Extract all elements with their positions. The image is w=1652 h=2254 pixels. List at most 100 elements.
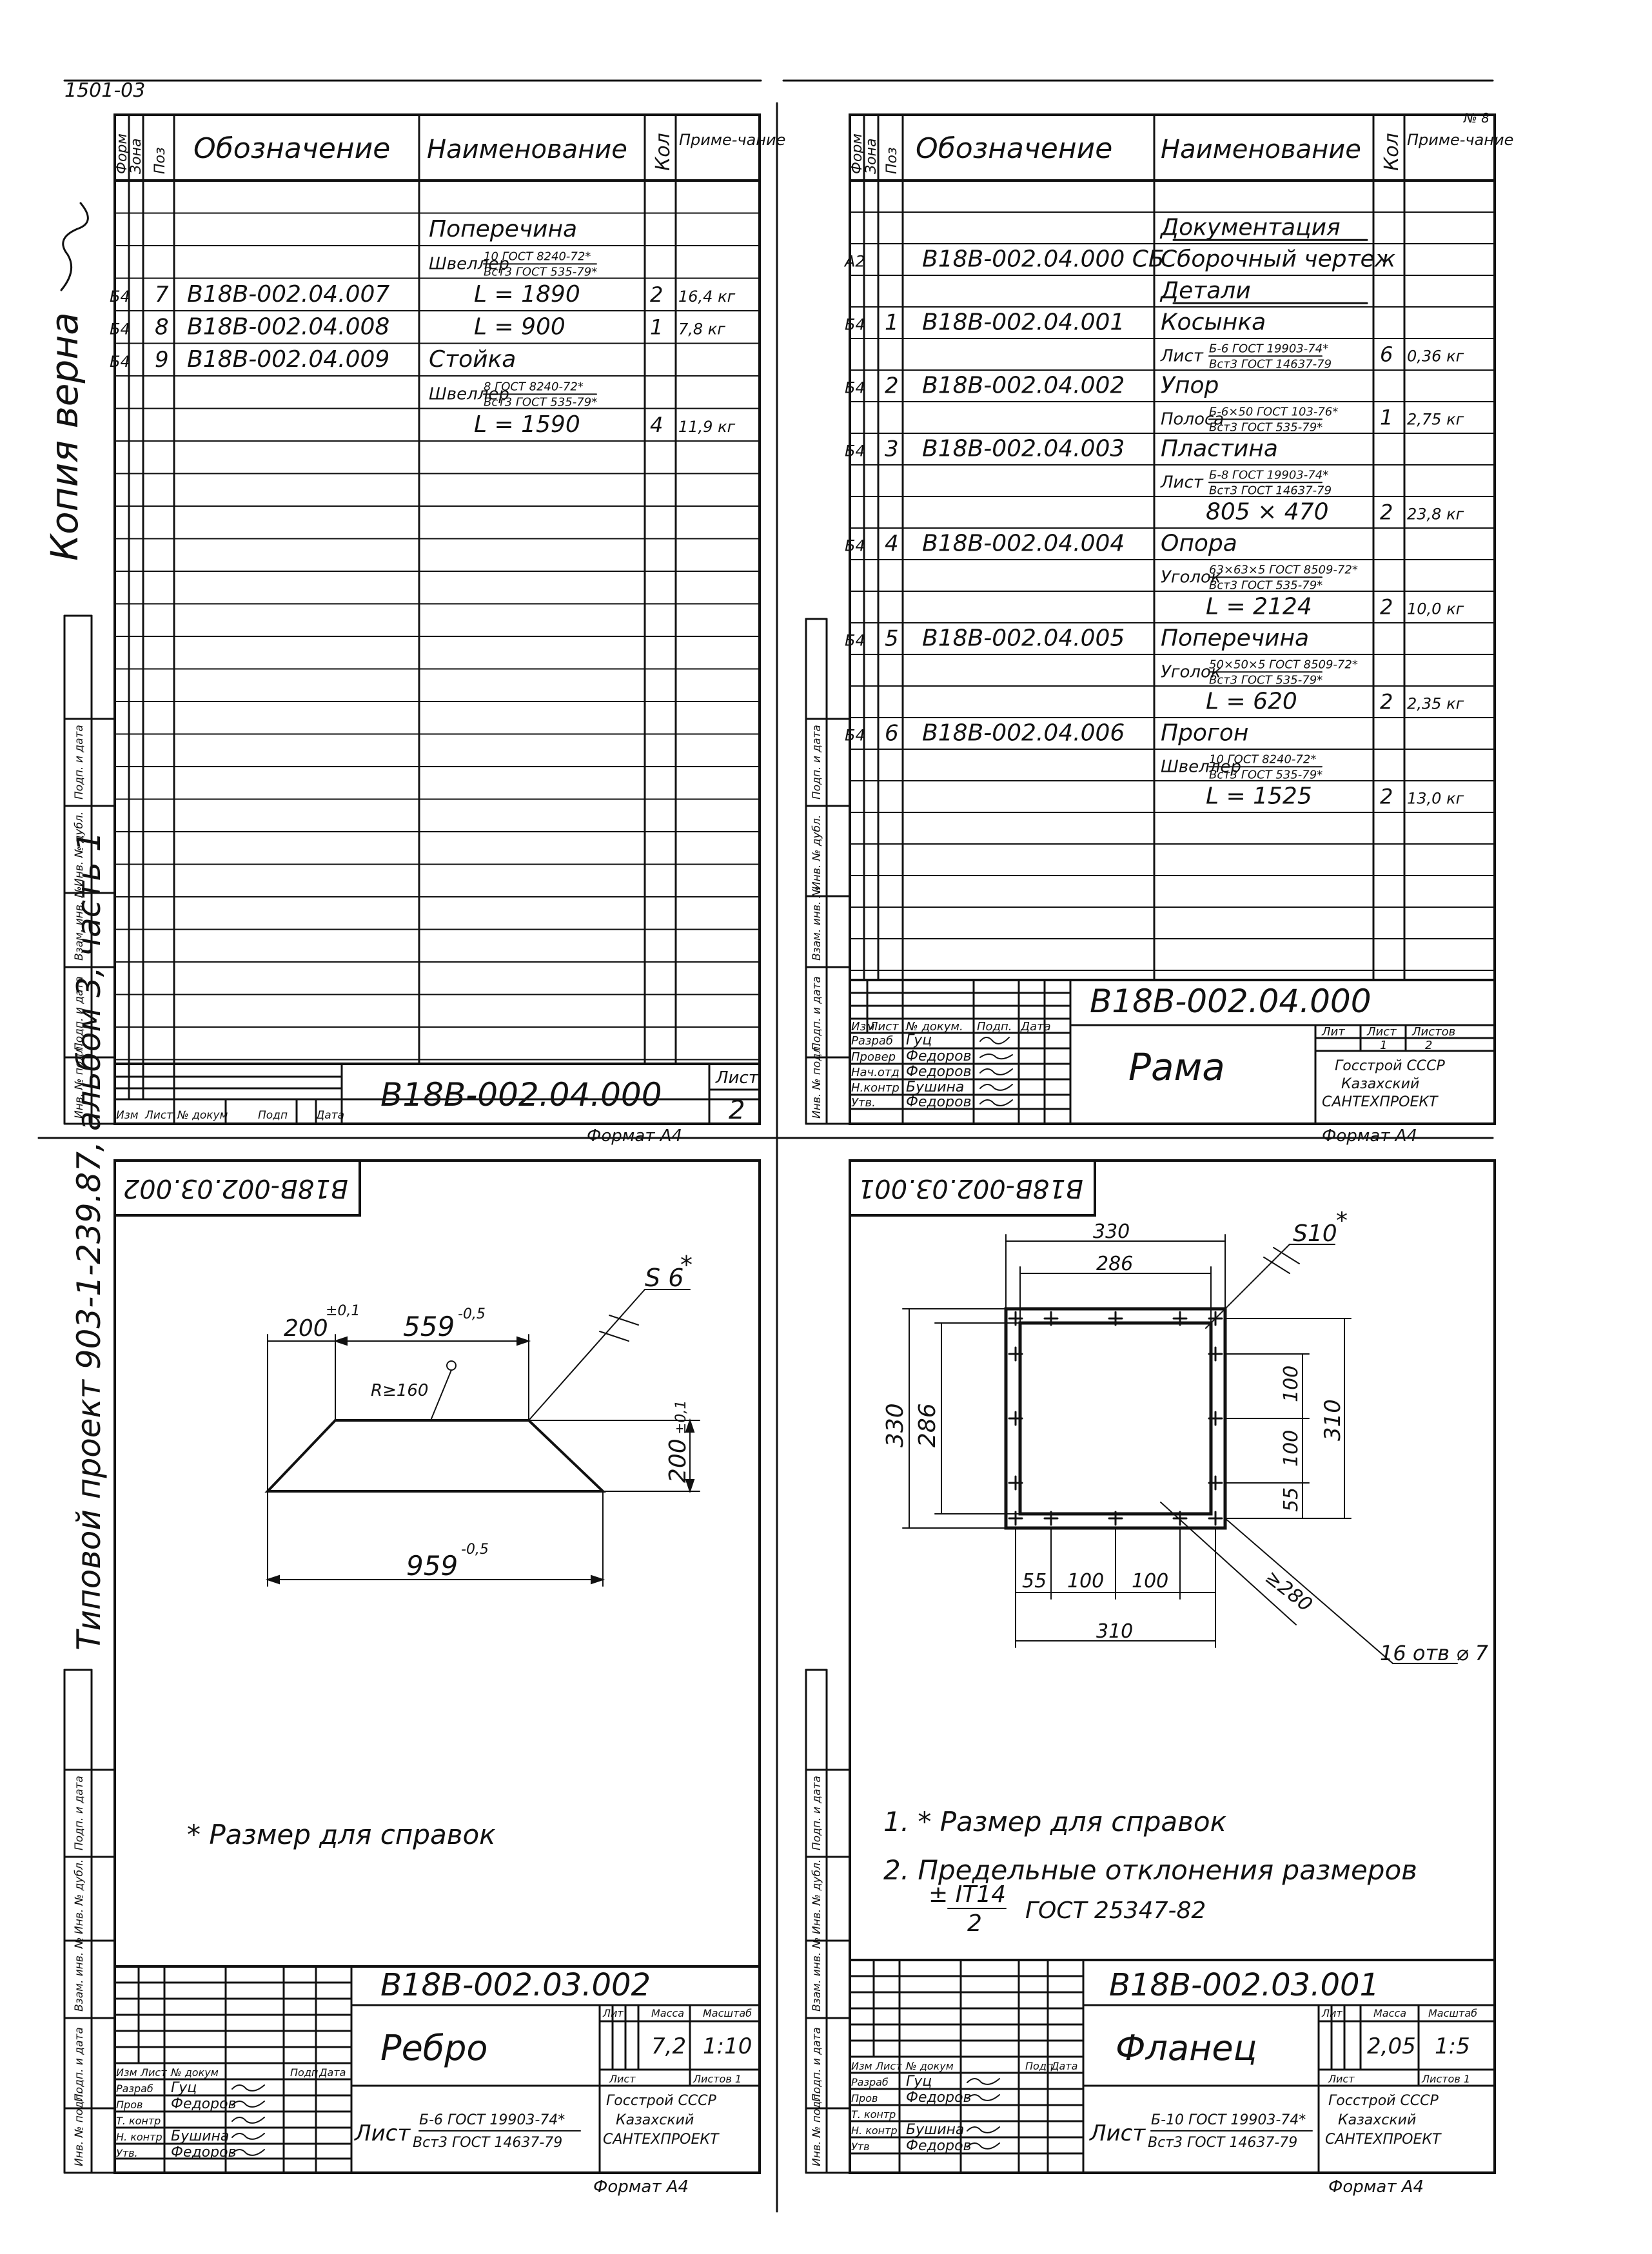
cell-format: Б4 [845,631,865,649]
tr-format: Формат А4 [1322,1126,1417,1146]
tr-header-pos: Поз [884,147,900,174]
tr-lit-v2: 1 [1380,1039,1387,1052]
tr-role-1: Разраб [851,1034,893,1048]
cell-spec-bottom: Вст3 ГОСТ 535-79* [484,395,597,409]
cell-spec-bottom: Вст3 ГОСТ 14637-79 [1209,484,1332,497]
tr-side-podp-data-2: Подп. и дата [811,725,823,799]
cell-name: L = 900 [474,313,565,340]
cell-pos: 9 [155,347,169,373]
tr-role-4: Н.контр [851,1081,900,1095]
cell-name: Поперечина [429,216,577,242]
br-dim-pitch-d: 100 [1132,1570,1168,1592]
cell-name: Лист [1160,473,1204,492]
cell-spec-top: Б-6 ГОСТ 19903-74* [1209,342,1328,355]
rib-drawing [264,1419,606,1493]
br-dim-outer-v: 330 [882,1403,909,1447]
bl-role-1: Разраб [116,2082,153,2095]
br-name-2: Федоров [906,2090,972,2106]
cell-note: 0,36 кг [1407,347,1464,365]
br-h-scale: Масштаб [1428,2007,1477,2019]
br-dim-edge-b: 55 [1022,1570,1047,1592]
bl-dim-559: 559 [403,1311,455,1342]
cell-name: Прогон [1161,720,1248,746]
bl-dim-959: 959 [406,1550,458,1582]
bl-format: Формат А4 [593,2177,689,2197]
cell-pos: 8 [155,314,169,340]
br-role-4: Н. контр [851,2124,898,2137]
cell-format: Б4 [845,726,865,744]
flange-dimensions [902,1234,1458,1664]
cell-spec-top: Б-6×50 ГОСТ 103-76* [1209,405,1338,418]
corner-code: 1501-03 [64,79,145,102]
cell-name: Лист [1160,346,1204,366]
br-signatures [967,2078,1000,2150]
tr-lit-h1: Лит [1321,1025,1345,1039]
tr-title: Рама [1128,1045,1225,1089]
cell-designation: В18В-002.04.004 [922,530,1125,556]
tl-header-naim: Наименование [427,135,627,164]
cell-qty: 2 [650,282,663,307]
bl-sheet-label: Лист [609,2073,636,2085]
tr-header-kol: Кол [1381,133,1403,171]
br-dim-inner-v: 286 [914,1403,941,1447]
bl-stamp-ndok: № докум [170,2066,219,2079]
section-title: Детали [1159,277,1251,304]
cell-designation: В18В-002.04.003 [922,435,1125,462]
br-role-3: Т. контр [851,2108,896,2121]
tr-lit-h3: Листов [1411,1025,1455,1039]
cell-pos: 3 [885,436,899,462]
bl-role-4: Н. контр [116,2131,162,2143]
cell-spec-bottom: Вст3 ГОСТ 535-79* [1209,768,1323,781]
cell-qty: 2 [1380,500,1393,524]
cell-designation: В18В-002.04.009 [187,346,389,373]
bl-dim-offset: 200 [284,1315,328,1342]
bl-note: * Размер для справок [187,1819,496,1850]
bl-name-2: Федоров [171,2096,237,2112]
section-title: Документация [1159,214,1341,240]
bl-dim-height: 200 [665,1438,691,1483]
tr-lit-v3: 2 [1425,1039,1432,1052]
bl-side-vzam: Взам. инв. № [73,1937,86,2012]
bl-dim-559-tol: -0,5 [458,1306,486,1322]
cell-spec-bottom: Вст3 ГОСТ 14637-79 [1209,357,1332,371]
cell-designation: В18В-002.04.002 [922,372,1125,398]
cell-qty: 4 [650,413,663,437]
cell-designation: В18В-002.04.000 СБ [922,246,1165,272]
cell-note: 23,8 кг [1407,505,1464,523]
cell-note: 10,0 кг [1407,600,1464,618]
tr-top-mark: № 8 [1463,110,1490,126]
cell-pos: 1 [885,309,899,335]
bl-mass: 7,2 [651,2034,686,2059]
br-material-label: Лист [1088,2121,1146,2146]
copy-note: Копия верна [43,312,86,561]
br-sheets-label: Листов 1 [1421,2073,1470,2085]
br-side-vzam: Взам. инв. № [811,1937,823,2012]
br-role-5: Утв [851,2141,870,2153]
cell-name: L = 1590 [474,411,580,438]
br-dim-hole-span-v: 310 [1320,1399,1346,1441]
side-label-podp-data-2: Подп. и дата [73,725,86,799]
bl-role-5: Утв. [116,2147,138,2159]
bl-stamp-izm: Изм [116,2066,137,2079]
tr-name-3: Федоров [906,1064,972,1080]
br-note-2: 2. Предельные отклонения размеров [883,1854,1417,1886]
cell-note: 13,0 кг [1407,789,1464,807]
bl-material-top: Б-6 ГОСТ 19903-74* [419,2112,565,2128]
cell-pos: 4 [885,531,899,556]
side-label-podp-data-1: Подп. и дата [73,976,86,1051]
br-stamp-list: Лист [875,2060,902,2072]
cell-name: 805 × 470 [1206,498,1328,525]
cell-note: 7,8 кг [678,320,725,338]
cell-name: Опора [1161,530,1237,556]
br-dim-pitch-a: 100 [1280,1366,1303,1402]
tl-designation: В18В-002.04.000 [380,1076,662,1113]
br-role-2: Пров [851,2092,878,2104]
tl-stamp-izm: Изм [116,1109,139,1122]
bl-title: Ребро [380,2028,487,2068]
tl-header-pos: Поз [152,147,168,174]
bl-side-inv-dubl: Инв. № дубл. [73,1859,86,1934]
bl-designation: В18В-002.03.002 [380,1967,651,2003]
cell-name: Поперечина [1161,625,1309,651]
cell-name: L = 2124 [1206,593,1312,620]
